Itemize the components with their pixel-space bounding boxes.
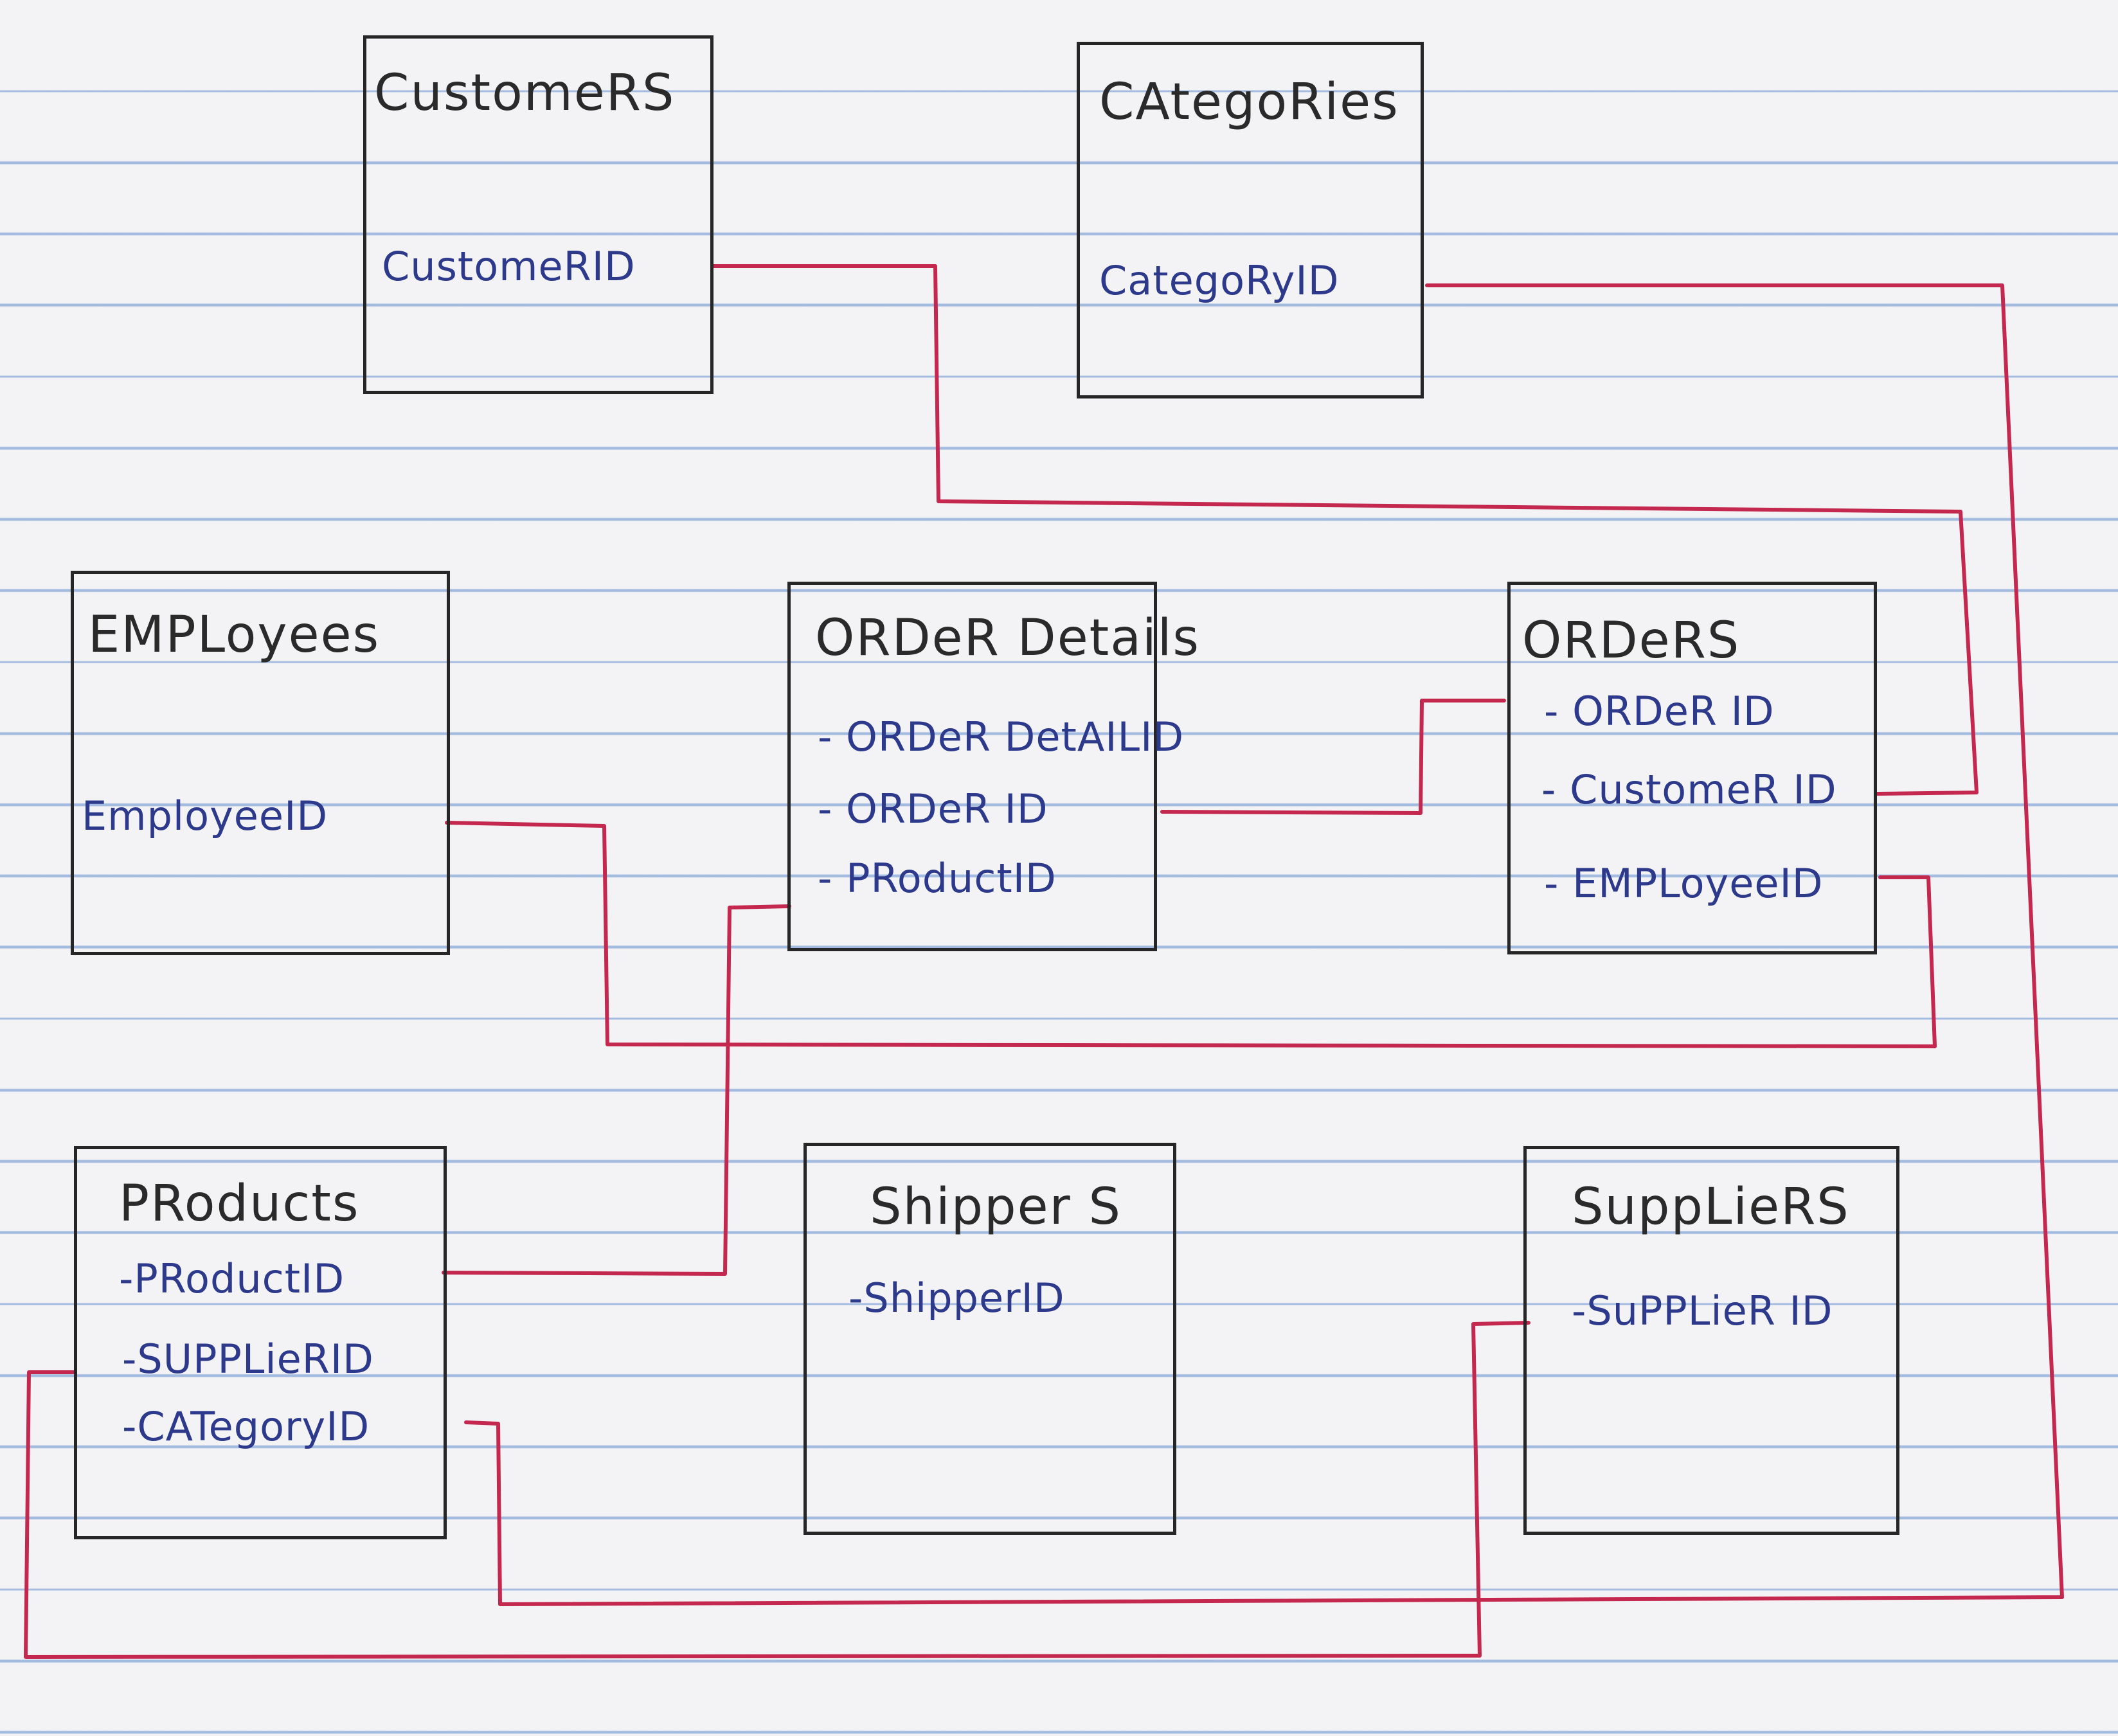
relation-orderdetails-to-orders	[1160, 699, 1506, 815]
field-order-detail-id: - ORDeR DetAILID	[818, 713, 1185, 760]
table-title: Shipper S	[870, 1178, 1122, 1236]
field-shipper-id: -ShipperID	[848, 1275, 1065, 1321]
table-products: PRoducts -PRoductID -SUPPLieRID -CATegor…	[74, 1146, 447, 1539]
relation-suppliers-to-products	[24, 1321, 1530, 1659]
relation-customers-to-orders	[712, 264, 1979, 796]
field-order-id: - ORDeR ID	[818, 785, 1048, 832]
table-suppliers: SuppLieRS -SuPPLieR ID	[1523, 1146, 1899, 1535]
table-order-details: ORDeR Details - ORDeR DetAILID - ORDeR I…	[787, 582, 1199, 951]
table-categories: CAtegoRies CategoRyID	[1077, 42, 1424, 398]
table-title: PRoducts	[119, 1175, 360, 1233]
table-title: SuppLieRS	[1572, 1178, 1850, 1236]
table-title: ORDeRS	[1522, 612, 1741, 670]
relation-categories-to-products	[464, 283, 2064, 1606]
field-supplier-id: -SUPPLieRID	[122, 1336, 374, 1383]
field-customer-id: CustomeRID	[382, 243, 636, 290]
field-customer-id: - CustomeR ID	[1541, 766, 1837, 813]
relation-employees-to-orders	[445, 821, 1937, 1048]
table-employees: EMPLoyees EmployeeID	[71, 571, 450, 955]
table-shippers: Shipper S -ShipperID	[803, 1143, 1176, 1535]
table-customers: CustomeRS CustomeRID	[363, 35, 713, 394]
field-supplier-id: -SuPPLieR ID	[1572, 1287, 1833, 1334]
field-product-id: - PRoductID	[818, 855, 1057, 902]
field-employee-id: EmployeeID	[82, 792, 328, 839]
table-title: ORDeR Details	[815, 609, 1201, 667]
table-title: CustomeRS	[374, 64, 676, 122]
relation-orderdetails-to-products	[442, 904, 791, 1276]
field-employee-id: - EMPLoyeeID	[1544, 860, 1824, 907]
table-orders: ORDeRS - ORDeR ID - CustomeR ID - EMPLoy…	[1507, 582, 1877, 954]
field-product-id: -PRoductID	[119, 1255, 345, 1302]
table-title: EMPLoyees	[88, 606, 381, 664]
field-category-id: CategoRyID	[1099, 257, 1340, 304]
field-category-id: -CATegoryID	[122, 1403, 370, 1450]
table-title: CAtegoRies	[1099, 73, 1399, 131]
field-order-id: - ORDeR ID	[1544, 688, 1775, 735]
